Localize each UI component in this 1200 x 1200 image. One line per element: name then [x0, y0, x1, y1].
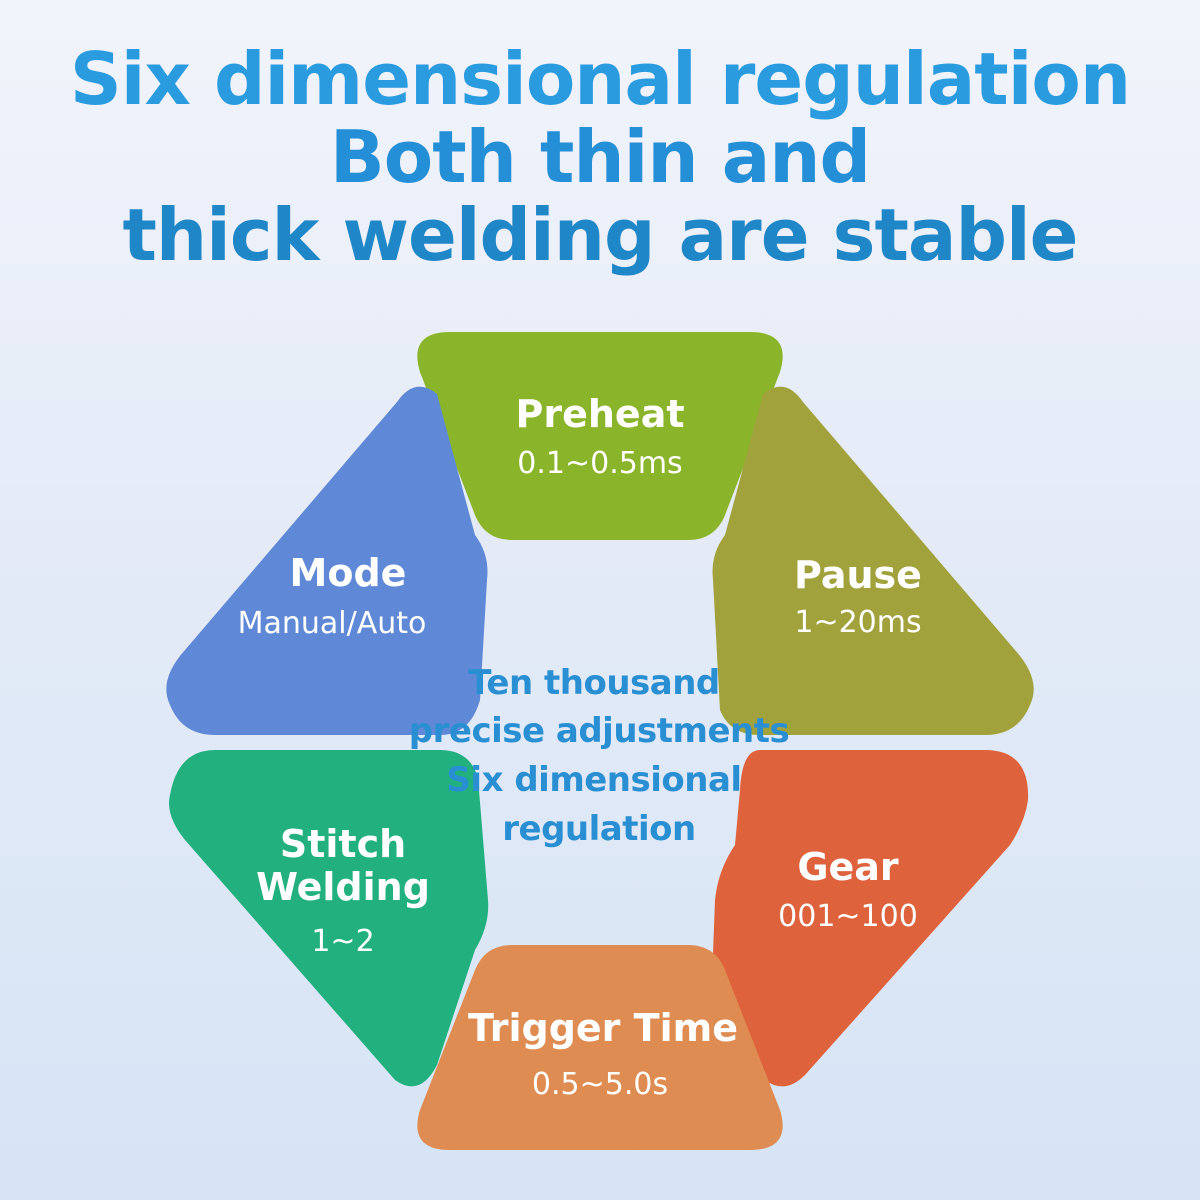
segment-gear-shape	[711, 750, 1029, 1087]
segment-trigger-value: 0.5~5.0s	[532, 1067, 668, 1102]
segment-trigger-title: Trigger Time	[468, 1006, 738, 1050]
segment-mode-value: Manual/Auto	[238, 606, 427, 641]
segment-stitch-shape	[169, 750, 489, 1087]
segment-stitch-title-line-2: Welding	[256, 865, 430, 909]
segment-pause: Pause 1~20ms	[712, 386, 1034, 735]
segment-preheat-value: 0.1~0.5ms	[517, 446, 682, 481]
center-line-3: Six dimensional	[446, 760, 741, 800]
segment-stitch-value: 1~2	[311, 924, 374, 959]
segment-mode-shape	[166, 386, 488, 735]
center-label: Ten thousand precise adjustments Six dim…	[409, 663, 790, 849]
headline-line-3: thick welding are stable	[122, 193, 1079, 277]
center-line-1: Ten thousand	[468, 663, 720, 703]
segment-pause-value: 1~20ms	[794, 605, 921, 640]
segment-pause-shape	[712, 386, 1034, 735]
segment-gear: Gear 001~100	[711, 750, 1029, 1087]
segment-mode: Mode Manual/Auto	[166, 386, 488, 735]
segment-stitch: Stitch Welding 1~2	[169, 750, 489, 1087]
segment-trigger-shape	[417, 945, 783, 1150]
headline: Six dimensional regulation Both thin and…	[0, 40, 1200, 274]
segment-gear-value: 001~100	[778, 899, 918, 934]
center-line-4: regulation	[502, 809, 695, 849]
headline-line-1: Six dimensional regulation	[69, 37, 1131, 121]
segment-preheat-shape	[417, 332, 783, 540]
segment-preheat-title: Preheat	[516, 392, 685, 436]
segment-preheat: Preheat 0.1~0.5ms	[417, 332, 783, 540]
segment-pause-title: Pause	[794, 553, 922, 597]
segment-mode-title: Mode	[290, 551, 407, 595]
segment-gear-title: Gear	[797, 845, 899, 889]
segment-stitch-title-line-1: Stitch	[280, 822, 406, 866]
headline-line-2: Both thin and	[329, 115, 871, 199]
segment-trigger: Trigger Time 0.5~5.0s	[417, 945, 783, 1150]
center-line-2: precise adjustments	[409, 711, 789, 751]
